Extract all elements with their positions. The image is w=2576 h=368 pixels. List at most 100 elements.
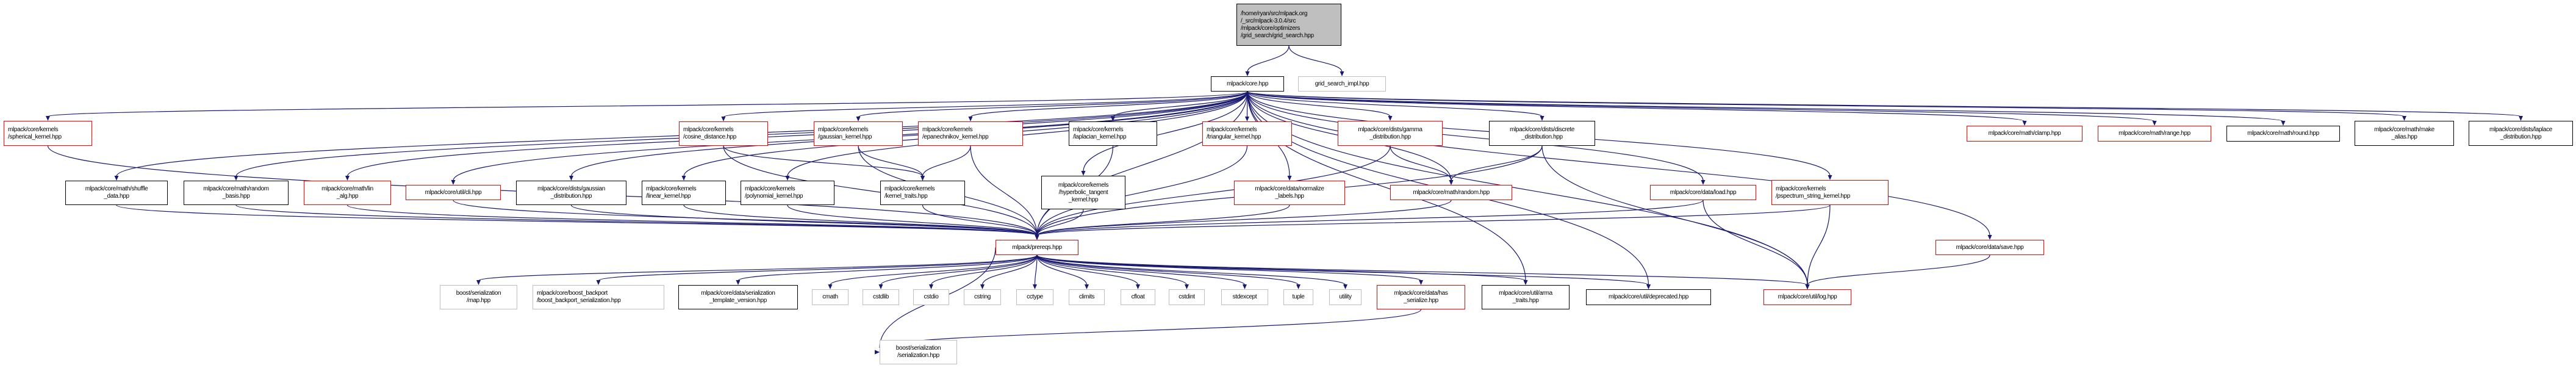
node-polynomial[interactable]: mlpack/core/kernels/polynomial_kernel.hp… (741, 181, 834, 205)
node-label-line: /serialization.hpp (897, 352, 939, 359)
node-math-random[interactable]: mlpack/core/math/random.hpp (1390, 185, 1512, 200)
edge-hyperbolic-to-prereqs (1036, 209, 1084, 236)
node-label-line: cfloat (1131, 294, 1145, 300)
arrowhead-icon (681, 176, 686, 181)
node-label-line: /boost_backport_serialization.hpp (537, 297, 621, 304)
node-label-line: mlpack/core/kernels (818, 126, 869, 133)
node-root[interactable]: /home/ryan/src/mlpack.org/_src/mlpack-3.… (1236, 4, 1341, 46)
node-cli[interactable]: mlpack/core/util/cli.hpp (406, 185, 501, 200)
node-cstdio[interactable]: cstdio (913, 289, 949, 305)
arrowhead-icon (1245, 117, 1249, 121)
edge-core-to-spherical (47, 91, 1248, 117)
node-label-line: cmath (822, 294, 838, 300)
arrowhead-icon (1646, 284, 1651, 289)
node-cosine[interactable]: mlpack/core/kernels/cosine_distance.hpp (679, 121, 768, 146)
edge-math_random-to-prereqs (1036, 200, 1452, 236)
arrowhead-icon (345, 176, 350, 181)
edge-core-to-laplacian (1112, 91, 1248, 118)
node-label-line: mlpack/core/data/normalize (1255, 186, 1324, 192)
node-backport[interactable]: mlpack/core/boost_backport/boost_backpor… (533, 285, 664, 309)
node-arma-traits[interactable]: mlpack/core/util/arma_traits.hpp (1482, 285, 1570, 309)
node-stdexcept[interactable]: stdexcept (1221, 289, 1268, 305)
node-label-line: cstdint (1179, 294, 1195, 300)
node-pspectrum[interactable]: mlpack/core/kernels/pspectrum_string_ker… (1771, 180, 1889, 205)
arrowhead-icon (1185, 284, 1189, 289)
node-label-line: _serialize.hpp (1404, 297, 1438, 304)
arrowhead-icon (1136, 284, 1140, 289)
node-label-line: mlpack/core/math/lin (321, 186, 373, 192)
node-triangular[interactable]: mlpack/core/kernels/triangular_kernel.hp… (1202, 121, 1292, 146)
edge-core-to-epan (970, 91, 1248, 118)
node-label-line: mlpack/core/data/serialization (701, 290, 775, 297)
node-gauss-dist[interactable]: mlpack/core/dists/gaussian_distribution.… (516, 181, 626, 205)
node-template-version[interactable]: mlpack/core/data/serialization_template_… (678, 285, 798, 309)
node-utility[interactable]: utility (1329, 289, 1362, 305)
node-cmath[interactable]: cmath (812, 289, 849, 305)
edge-core-to-gamma (1247, 91, 1391, 117)
node-prereqs[interactable]: mlpack/prereqs.hpp (996, 240, 1078, 255)
node-label-line: _distribution.hpp (2500, 133, 2542, 140)
node-discrete[interactable]: mlpack/core/dists/discrete_distribution.… (1489, 121, 1595, 146)
node-kernel-traits[interactable]: mlpack/core/kernels/kernel_traits.hpp (880, 181, 965, 205)
node-epan[interactable]: mlpack/core/kernels/epanechnikov_kernel.… (918, 121, 1023, 146)
node-deprecated[interactable]: mlpack/core/util/deprecated.hpp (1586, 289, 1711, 305)
node-gaussian-k[interactable]: mlpack/core/kernels/gaussian_kernel.hpp (814, 121, 903, 146)
arrowhead-icon (1449, 180, 1454, 185)
node-cstdint[interactable]: cstdint (1169, 289, 1205, 305)
node-cfloat[interactable]: cfloat (1121, 289, 1155, 305)
node-cstring[interactable]: cstring (964, 289, 1001, 305)
arrowhead-icon (1388, 116, 1393, 121)
node-clamp[interactable]: mlpack/core/math/clamp.hpp (1967, 126, 2083, 142)
node-gamma[interactable]: mlpack/core/dists/gamma_distribution.hpp (1338, 121, 1443, 146)
edge-prereqs-to-map (478, 254, 1038, 281)
node-has-serialize[interactable]: mlpack/core/data/has_serialize.hpp (1377, 285, 1465, 309)
arrowhead-icon (1828, 175, 1832, 180)
edge-polynomial-to-prereqs (787, 204, 1038, 236)
edge-cli-to-prereqs (453, 200, 1038, 236)
node-cstdlib[interactable]: cstdlib (863, 289, 899, 305)
node-laplace[interactable]: mlpack/core/dists/laplace_distribution.h… (2469, 121, 2573, 146)
edge-prereqs-to-template_version (737, 254, 1038, 281)
edge-prereqs-to-stdexcept (1036, 254, 1246, 286)
edge-gamma-to-math_random (1390, 145, 1452, 181)
arrowhead-icon (1296, 284, 1301, 289)
node-map[interactable]: boost/serialization/map.hpp (440, 285, 517, 309)
node-serialization[interactable]: boost/serialization/serialization.hpp (880, 340, 957, 364)
node-make-alias[interactable]: mlpack/core/math/make_alias.hpp (2355, 121, 2454, 146)
edge-prereqs-to-cstdlib (880, 254, 1038, 286)
edge-root-to-core (1247, 45, 1290, 73)
node-label-line: _basis.hpp (222, 193, 250, 200)
node-lin-alg[interactable]: mlpack/core/math/lin_alg.hpp (304, 181, 391, 205)
node-save[interactable]: mlpack/core/data/save.hpp (1936, 240, 2044, 255)
node-climits[interactable]: climits (1069, 289, 1105, 305)
node-random-basis[interactable]: mlpack/core/math/random_basis.hpp (184, 181, 289, 205)
node-log[interactable]: mlpack/core/util/log.hpp (1763, 289, 1851, 305)
node-label-line: _labels.hpp (1275, 193, 1304, 200)
node-label-line: _traits.hpp (1512, 297, 1539, 304)
node-spherical[interactable]: mlpack/core/kernels/spherical_kernel.hpp (4, 121, 92, 146)
node-label-line: cstdlib (873, 294, 889, 300)
node-normalize[interactable]: mlpack/core/data/normalize_labels.hpp (1234, 181, 1345, 205)
node-load[interactable]: mlpack/core/data/load.hpp (1650, 185, 1756, 200)
node-shuffle[interactable]: mlpack/core/math/shuffle_data.hpp (65, 181, 168, 205)
arrowhead-icon (1805, 284, 1810, 289)
arrowhead-icon (596, 280, 601, 285)
arrowhead-icon (1701, 180, 1706, 185)
node-hyperbolic[interactable]: mlpack/core/kernels/hyperbolic_tangent_k… (1041, 176, 1125, 209)
edge-core-to-make_alias (1247, 91, 2405, 117)
edge-lin_alg-to-prereqs (346, 204, 1038, 236)
node-label-line: cctype (1027, 294, 1043, 300)
node-gsi[interactable]: grid_search_impl.hpp (1298, 76, 1386, 92)
node-core[interactable]: mlpack/core.hpp (1211, 76, 1284, 92)
node-linear[interactable]: mlpack/core/kernels/linear_kernel.hpp (642, 181, 726, 205)
node-label-line: boost/serialization (456, 290, 501, 297)
node-label-line: mlpack/core/kernels (8, 126, 59, 133)
edge-core-to-hyperbolic (1083, 91, 1248, 172)
node-tuple[interactable]: tuple (1283, 289, 1313, 305)
node-range[interactable]: mlpack/core/math/range.hpp (2098, 126, 2211, 142)
edge-prereqs-to-utility (1036, 254, 1346, 286)
node-round[interactable]: mlpack/core/math/round.hpp (2226, 126, 2340, 142)
edge-normalize-to-prereqs (1036, 204, 1290, 236)
node-laplacian[interactable]: mlpack/core/kernels/laplacian_kernel.hpp (1069, 121, 1157, 146)
node-cctype[interactable]: cctype (1016, 289, 1053, 305)
